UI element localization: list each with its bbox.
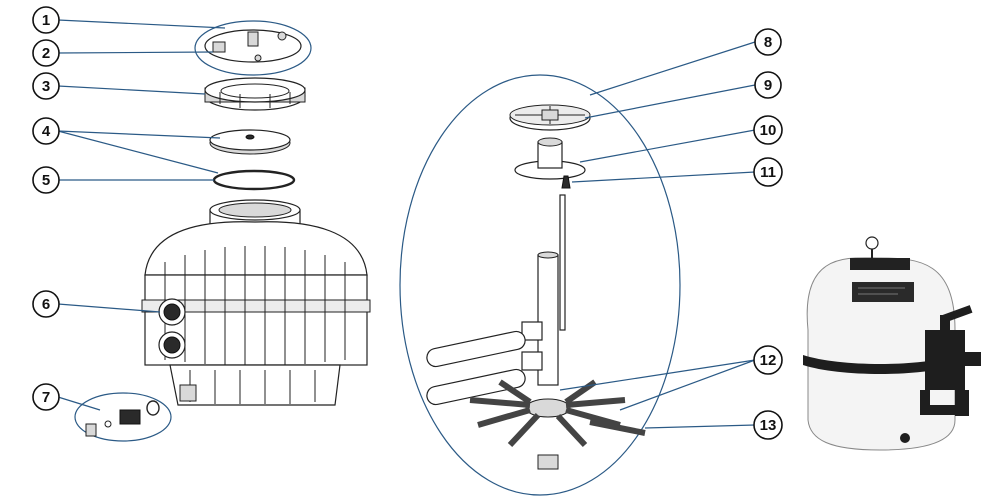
- callout-5: 5: [32, 166, 60, 194]
- leader-1: [57, 19, 226, 29]
- callout-12: 12: [753, 345, 783, 375]
- tank-body: [141, 199, 371, 406]
- o-ring: [212, 169, 296, 191]
- leader-3: [57, 85, 206, 95]
- svg-text:10: 10: [760, 122, 777, 139]
- svg-text:9: 9: [764, 77, 772, 94]
- svg-text:3: 3: [42, 78, 50, 95]
- drain-kit-ellipse: [74, 392, 172, 442]
- callout-10: 10: [753, 115, 783, 145]
- callout-11: 11: [753, 157, 783, 187]
- callout-9: 9: [754, 71, 782, 99]
- svg-text:2: 2: [42, 45, 50, 62]
- diffuser: [509, 104, 591, 131]
- callout-1: 1: [32, 6, 60, 34]
- filter-label-plate: [852, 282, 914, 302]
- callout-4: 4: [32, 117, 60, 145]
- spare-lateral: [589, 419, 646, 436]
- svg-text:7: 7: [42, 389, 50, 406]
- leader-12b: [619, 359, 756, 411]
- small-cone: [561, 175, 571, 189]
- svg-text:6: 6: [42, 296, 50, 313]
- multiport-valve: [925, 330, 965, 390]
- callout-13: 13: [753, 410, 783, 440]
- svg-text:1: 1: [42, 12, 50, 29]
- leader-4a: [57, 130, 221, 139]
- tank-drain-port: [179, 384, 197, 402]
- leader-4b: [57, 130, 219, 174]
- lock-ring: [204, 77, 306, 111]
- svg-text:12: 12: [760, 352, 777, 369]
- loose-pipe-upper: [426, 330, 526, 368]
- internals-group: [399, 74, 681, 496]
- air-relief-rod: [559, 194, 566, 331]
- leader-11: [571, 171, 756, 183]
- lid-fitting-left: [212, 41, 226, 53]
- collector-top: [514, 137, 586, 180]
- pressure-gauge-icon: [865, 236, 879, 250]
- leader-8: [589, 41, 756, 96]
- svg-text:5: 5: [42, 172, 50, 189]
- leader-9: [584, 84, 756, 119]
- svg-text:13: 13: [760, 417, 777, 434]
- svg-text:8: 8: [764, 34, 772, 51]
- callout-2: 2: [32, 39, 60, 67]
- assembled-filter: [803, 236, 981, 451]
- callout-8: 8: [754, 28, 782, 56]
- drain-kit-group: [74, 392, 172, 442]
- leader-6: [57, 303, 161, 313]
- callout-7: 7: [32, 383, 60, 411]
- leader-10: [579, 129, 756, 163]
- bottom-cap: [537, 454, 559, 470]
- leader-7: [57, 396, 101, 411]
- lid-fitting-right: [277, 31, 287, 41]
- drain-plug: [900, 433, 910, 443]
- lid-fitting-center: [247, 31, 259, 47]
- valve-handle: [941, 305, 973, 323]
- svg-text:4: 4: [42, 123, 51, 140]
- svg-text:11: 11: [760, 164, 776, 181]
- internals-highlight-ellipse: [399, 74, 681, 496]
- callout-3: 3: [32, 72, 60, 100]
- leader-12a: [559, 359, 756, 391]
- cover-disc: [209, 129, 291, 155]
- lid-fitting-small: [254, 54, 262, 62]
- leader-2: [57, 51, 214, 54]
- lateral-hub: [469, 379, 626, 448]
- lid-plate-group: [194, 20, 312, 76]
- lid-highlight-ellipse: [194, 20, 312, 76]
- callout-6: 6: [32, 290, 60, 318]
- loose-pipe-lower: [426, 368, 526, 406]
- leader-13: [644, 424, 756, 429]
